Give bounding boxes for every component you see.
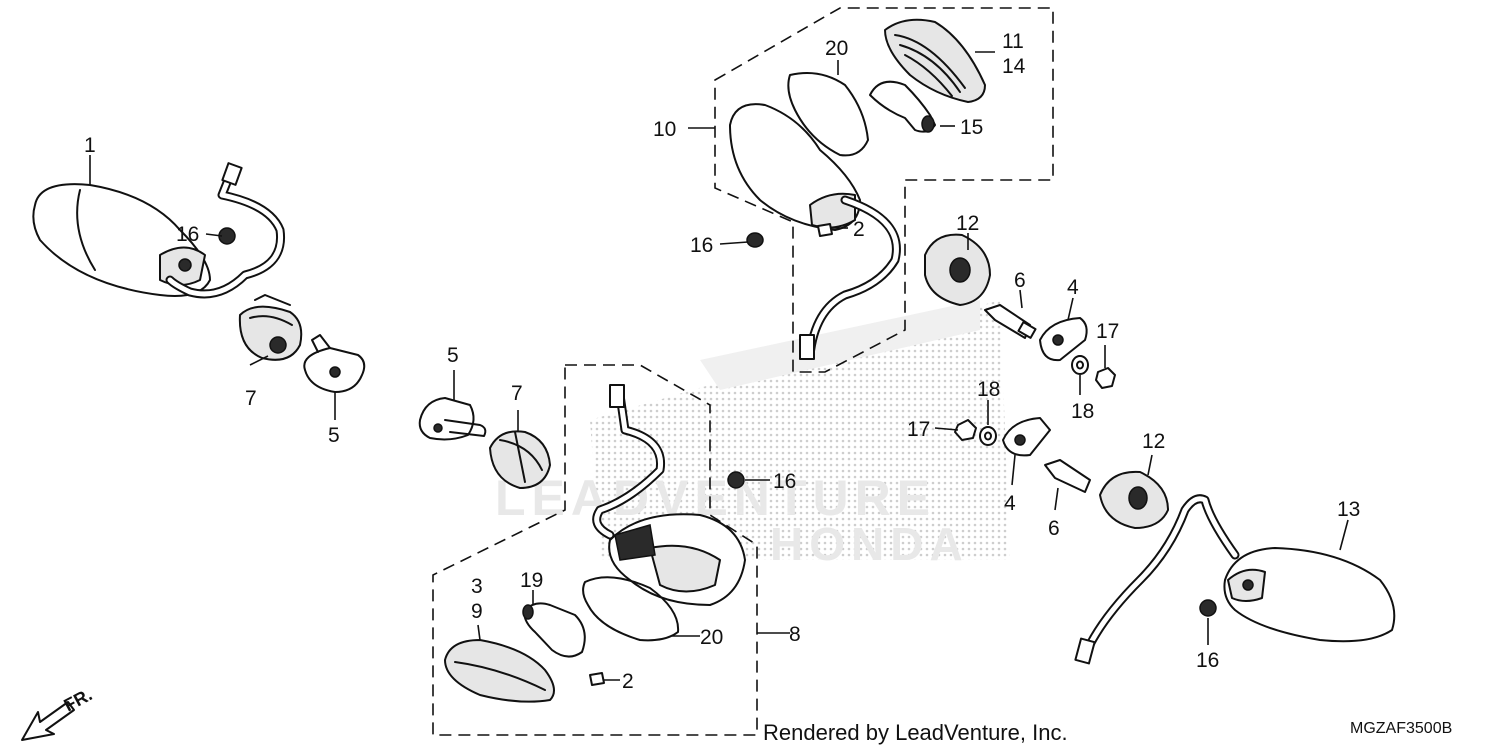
leader-lines <box>89 51 1349 681</box>
part-15-bulb-rear <box>869 80 936 133</box>
part-16-grommet-right <box>1199 599 1217 617</box>
callout-10: 10 <box>653 118 676 141</box>
callout-7-left: 7 <box>245 387 257 410</box>
part-4-bracket-upper <box>1039 317 1088 362</box>
part-18-washer-lower <box>979 426 997 446</box>
part-11-lens-rear <box>884 18 986 103</box>
part-12-socket-upper <box>924 233 991 306</box>
part-17-nut-upper <box>1095 367 1116 389</box>
part-20-gasket-front <box>582 576 680 642</box>
part-19-bulb-front <box>522 602 586 658</box>
part-3-lens-front <box>444 639 555 703</box>
callouts: 1 16 7 5 5 7 20 10 16 2 11 14 15 12 6 4 … <box>84 30 1360 693</box>
part-16-grommet-front <box>727 471 745 489</box>
callout-7-center: 7 <box>511 382 523 405</box>
part-1-turn-signal-front-left <box>32 162 286 299</box>
part-5-holder-left <box>303 334 366 393</box>
part-20-gasket-rear <box>787 72 869 157</box>
callout-3: 3 <box>471 575 483 598</box>
front-assembly-boundary <box>432 364 758 736</box>
footer-credit: Rendered by LeadVenture, Inc. <box>763 720 1068 745</box>
part-13-turn-signal-right <box>1074 494 1396 665</box>
part-8-turn-signal-front <box>592 384 746 606</box>
watermark: LEADVENTURE HONDA <box>495 300 1010 570</box>
part-2-screw-rear <box>817 223 833 237</box>
callout-18-upper: 18 <box>1071 400 1094 423</box>
callout-12-upper: 12 <box>956 212 979 235</box>
part-5-holder-center <box>418 397 487 441</box>
callout-18-lower: 18 <box>977 378 1000 401</box>
callout-20-rear: 20 <box>825 37 848 60</box>
callout-2-rear: 2 <box>853 218 865 241</box>
callout-6-upper: 6 <box>1014 269 1026 292</box>
callout-1: 1 <box>84 134 96 157</box>
callout-16-front: 16 <box>773 470 796 493</box>
part-16-grommet-rear <box>746 232 764 248</box>
callout-9: 9 <box>471 600 483 623</box>
callout-5-center: 5 <box>447 344 459 367</box>
part-7-socket-center <box>489 430 551 489</box>
part-4-bracket-lower <box>1002 417 1051 457</box>
callout-17-lower: 17 <box>907 418 930 441</box>
callout-17-upper: 17 <box>1096 320 1119 343</box>
part-6-bolt-lower <box>1044 459 1091 493</box>
callout-5-left: 5 <box>328 424 340 447</box>
callout-16-rear: 16 <box>690 234 713 257</box>
callout-4-upper: 4 <box>1067 276 1079 299</box>
front-arrow-icon <box>21 701 75 741</box>
callout-6-lower: 6 <box>1048 517 1060 540</box>
callout-15: 15 <box>960 116 983 139</box>
part-17-nut-lower <box>954 419 977 441</box>
part-7-socket-left <box>238 294 303 361</box>
part-2-screw-front <box>589 672 605 686</box>
callout-4-lower: 4 <box>1004 492 1016 515</box>
part-18-washer-upper <box>1071 355 1089 375</box>
callout-16-right: 16 <box>1196 649 1219 672</box>
callout-20-front: 20 <box>700 626 723 649</box>
front-direction-marker: FR. <box>21 684 95 741</box>
callout-11: 11 <box>1002 30 1024 53</box>
callout-8: 8 <box>789 623 801 646</box>
rear-assembly-boundary <box>714 7 1054 373</box>
part-10-turn-signal-rear <box>729 103 901 360</box>
watermark-line2: HONDA <box>770 518 969 570</box>
callout-16-left: 16 <box>176 223 199 246</box>
callout-19: 19 <box>520 569 543 592</box>
callout-2-front: 2 <box>622 670 634 693</box>
diagram-code: MGZAF3500B <box>1350 720 1452 737</box>
callout-14: 14 <box>1002 55 1026 78</box>
part-6-bolt-upper <box>984 304 1037 339</box>
callout-12-lower: 12 <box>1142 430 1165 453</box>
part-12-socket-lower <box>1099 470 1169 529</box>
callout-13: 13 <box>1337 498 1360 521</box>
